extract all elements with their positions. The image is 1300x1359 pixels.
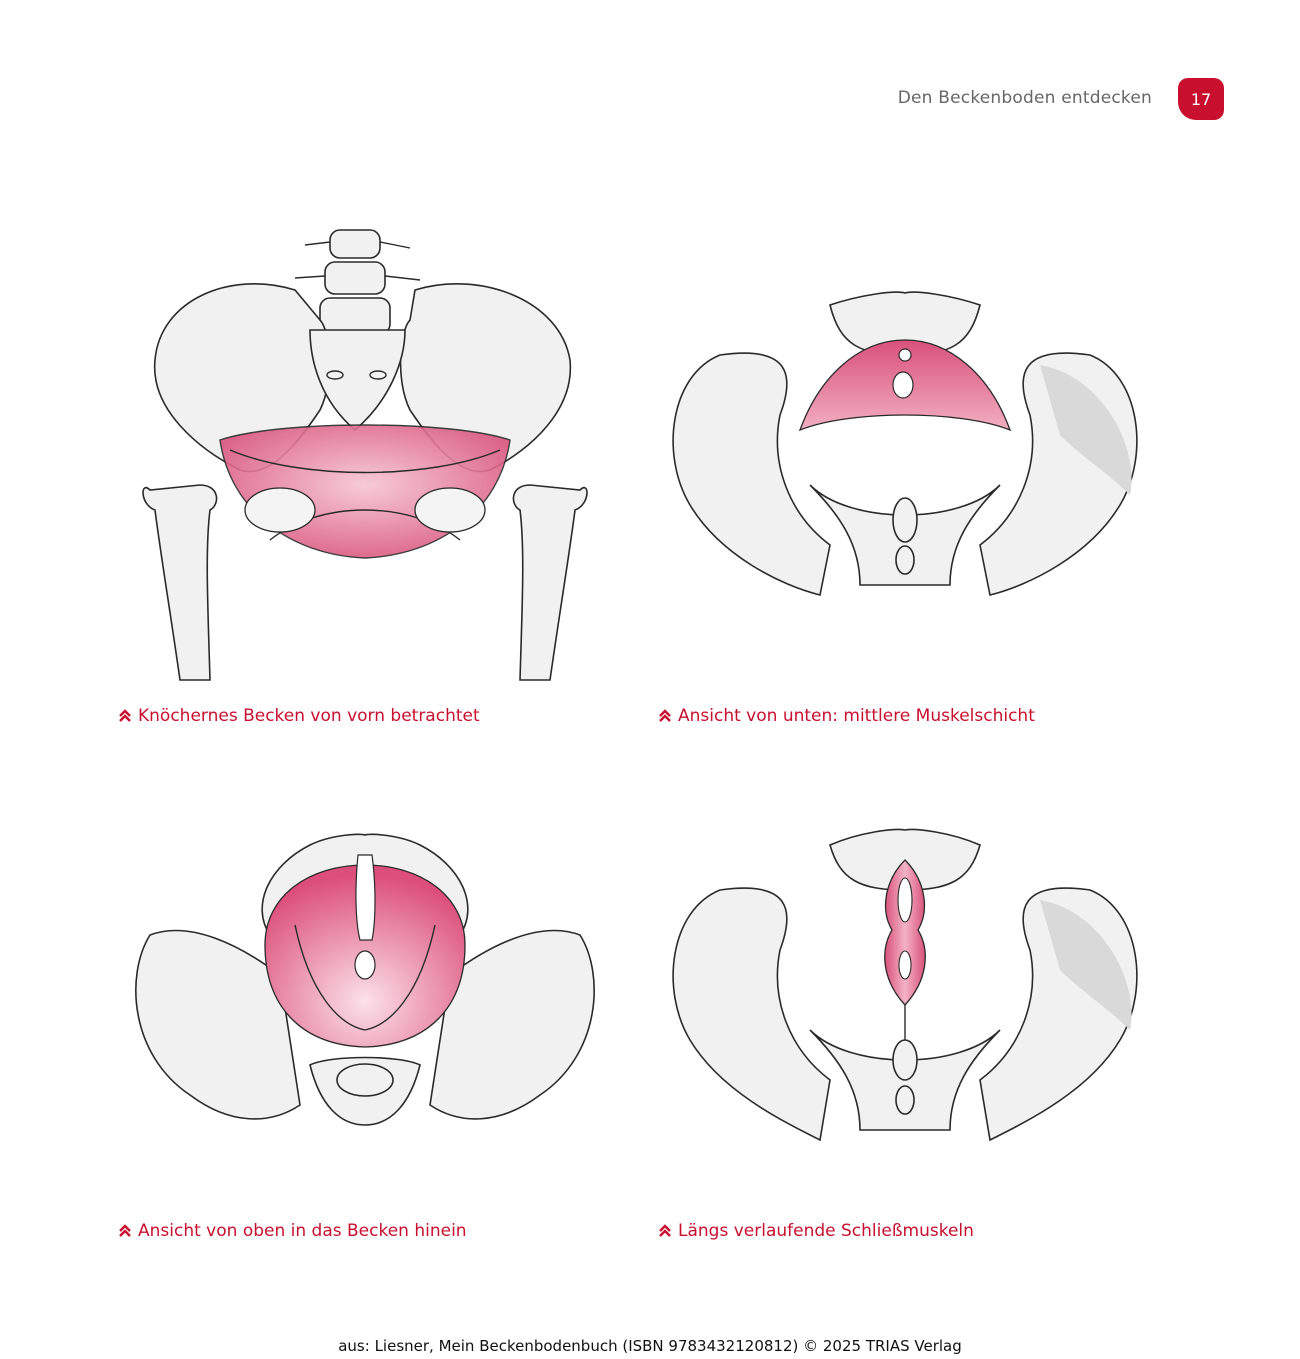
figure-pelvis-front xyxy=(120,210,610,690)
figure-caption-below: Ansicht von unten: mittlere Muskelschich… xyxy=(658,706,1035,726)
figure-caption-front: Knöchernes Becken von vorn betrachtet xyxy=(118,706,480,726)
figure-longitudinal-sphincters xyxy=(660,820,1150,1160)
pelvis-front-illustration xyxy=(142,229,588,681)
double-chevron-up-icon xyxy=(659,1224,671,1237)
figure-caption-sphincters: Längs verlaufende Schließmuskeln xyxy=(658,1221,974,1241)
pelvis-below-illustration xyxy=(672,291,1138,596)
figure-pelvis-above xyxy=(120,825,610,1155)
source-footer: aus: Liesner, Mein Beckenbodenbuch (ISBN… xyxy=(338,1337,962,1355)
sphincters-illustration xyxy=(672,828,1138,1142)
page-number: 17 xyxy=(1190,89,1212,109)
double-chevron-up-icon xyxy=(659,709,671,722)
page-number-badge: 17 xyxy=(1178,78,1224,120)
pelvis-above-illustration xyxy=(135,833,595,1126)
figure-pelvis-below-middle-layer xyxy=(660,285,1150,615)
double-chevron-up-icon xyxy=(119,1224,131,1237)
caption-text: Längs verlaufende Schließmuskeln xyxy=(678,1221,974,1241)
running-head: Den Beckenboden entdecken xyxy=(897,88,1152,108)
caption-text: Ansicht von unten: mittlere Muskelschich… xyxy=(678,706,1035,726)
caption-text: Knöchernes Becken von vorn betrachtet xyxy=(138,706,480,726)
caption-text: Ansicht von oben in das Becken hinein xyxy=(138,1221,467,1241)
figure-caption-above: Ansicht von oben in das Becken hinein xyxy=(118,1221,467,1241)
double-chevron-up-icon xyxy=(119,709,131,722)
